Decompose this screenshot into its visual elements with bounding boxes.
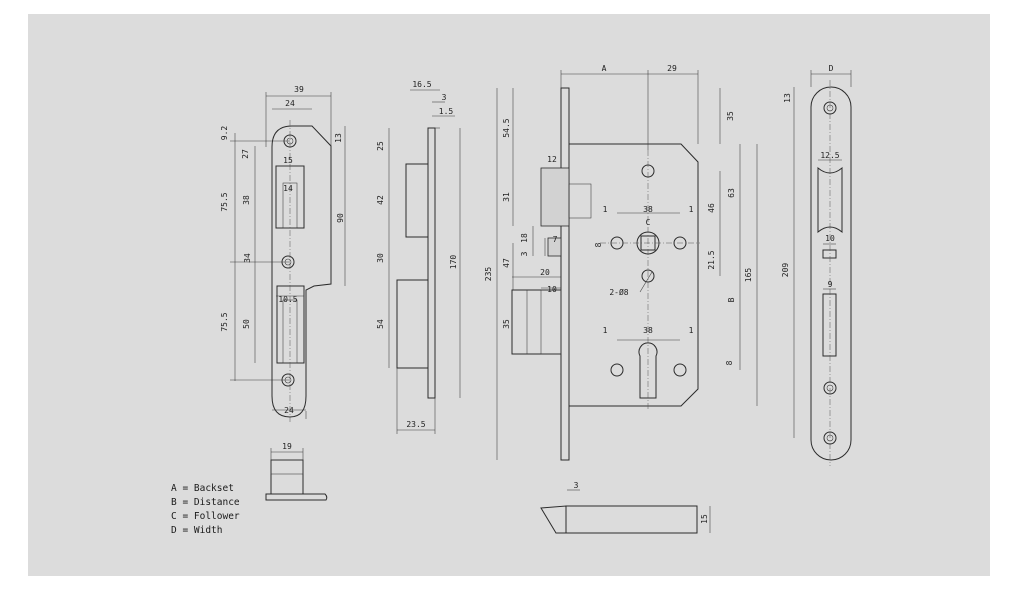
dim-label: 8 [594,242,603,247]
faceplate-trigger-slot [822,249,837,259]
dim-label: 35 [502,319,511,329]
dim-label: 10 [547,285,557,294]
trigger-bolt [547,237,562,257]
dim-label: 2-Ø8 [609,287,628,297]
cylinder-cutout [638,342,658,399]
dim-label: 29 [667,64,677,73]
dim-label: 25 [376,141,385,151]
dim-label: 12 [547,155,557,164]
dim-label: 10 [825,234,835,243]
side-bolt-block [396,279,429,369]
fixing-hole-lower-right [673,363,687,377]
bolt-bar [565,505,698,534]
dim-label: 15 [283,156,293,165]
dim-label: 24 [285,99,295,108]
dim-label: 23.5 [406,420,425,429]
dead-bolt [511,289,562,355]
dim-label: 18 [520,233,529,243]
dim-label: 42 [376,195,385,205]
faceplate-latch-opening [817,166,843,234]
dim-label: 50 [242,319,251,329]
legend-distance: B = Distance [171,497,240,508]
dim-label: 46 [707,203,716,213]
dim-label: 90 [336,213,345,223]
dim-label: 19 [282,442,292,451]
dim-label: 3 [442,93,447,102]
dim-label: 15 [700,514,709,524]
dim-label: 165 [744,268,753,283]
dim-label: 16.5 [412,80,431,89]
dim-label: B [727,297,736,302]
drawing-sheet [28,14,990,576]
dim-label: 13 [783,93,792,103]
strike-tab-view [265,448,328,501]
dim-label: 38 [242,195,251,205]
dim-label: 13 [334,133,343,143]
dim-label: 31 [502,192,511,202]
bolt-side-view [540,489,711,534]
legend-backset: A = Backset [171,483,234,494]
legend: A = Backset B = Distance C = Follower D … [171,483,240,536]
dim-label: 38 [643,326,653,335]
dim-label: 3 [574,481,579,490]
dim-label: 209 [781,263,790,278]
faceplate-view [793,70,852,466]
dim-label: 8 [725,360,734,365]
dim-label: 1 [603,326,608,335]
dim-label: 9.2 [220,126,229,141]
faceplate-bolt-slot [822,293,837,357]
dim-label: 7 [553,235,558,244]
dim-label: A [602,64,607,73]
side-view [388,89,461,434]
side-faceplate [427,127,436,399]
dim-label: 39 [294,85,304,94]
dim-label: 9 [828,280,833,289]
dim-label: 10.5 [278,295,297,304]
dim-label: 1 [689,326,694,335]
lock-case-outline [568,143,699,407]
dim-label: 24 [284,406,294,415]
strike-tab-body [270,459,304,495]
dim-label: 20 [540,268,550,277]
dim-label: 3 [520,251,529,256]
bolt-head [540,505,567,534]
dim-label: 170 [449,255,458,270]
dim-label: C [646,218,651,227]
strike-plate-view [230,92,346,422]
dim-label: 75.5 [220,312,229,331]
dim-label: 1 [603,205,608,214]
dim-label: 21.5 [707,250,716,269]
dim-label: 47 [502,258,511,268]
dim-label: 14 [283,184,293,193]
faceplate-outline [810,86,852,461]
dim-label: 34 [243,253,252,263]
dim-label: 27 [241,149,250,159]
dim-label: 38 [643,205,653,214]
dim-label: 12.5 [820,151,839,160]
legend-follower: C = Follower [171,511,240,522]
fixing-hole-lower-left [610,363,624,377]
side-latch-block [405,163,429,238]
dim-label: 1.5 [439,107,454,116]
lock-front-plate [560,87,570,461]
lock-body-view [496,70,758,461]
dim-label: 30 [376,253,385,263]
dim-label: 1 [689,205,694,214]
dim-label: 54 [376,319,385,329]
dim-label: 235 [484,267,493,282]
dim-label: D [829,64,834,73]
dim-label: 75.5 [220,192,229,211]
dim-label: 54.5 [502,118,511,137]
latch-bolt [540,167,570,227]
dim-label: 35 [726,111,735,121]
dimension-labels: 39 24 13 9.2 27 15 14 38 75.5 90 34 10.5… [220,64,840,524]
legend-width: D = Width [171,525,222,536]
strike-plate-outline [271,125,332,418]
dim-label: 63 [727,188,736,198]
